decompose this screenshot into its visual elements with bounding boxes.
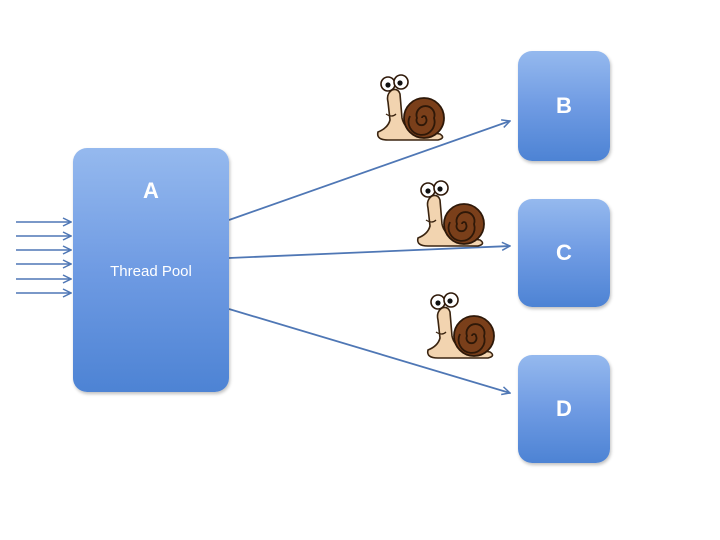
node-d-label: D (556, 396, 572, 421)
incoming-arrows (16, 222, 71, 293)
thread-pool-node: A Thread Pool (73, 148, 229, 392)
node-c: C (518, 199, 610, 307)
node-a-label: A (143, 178, 159, 203)
node-b: B (518, 51, 610, 161)
arrow-a-to-b (228, 121, 510, 221)
thread-pool-label: Thread Pool (110, 263, 192, 280)
snail-icon (376, 74, 445, 141)
node-c-label: C (556, 240, 572, 265)
arrow-a-to-d (228, 308, 510, 393)
snail-icon (416, 180, 485, 247)
node-b-label: B (556, 93, 572, 118)
snail-icon (426, 292, 495, 359)
node-d: D (518, 355, 610, 463)
arrow-a-to-c (228, 246, 510, 259)
